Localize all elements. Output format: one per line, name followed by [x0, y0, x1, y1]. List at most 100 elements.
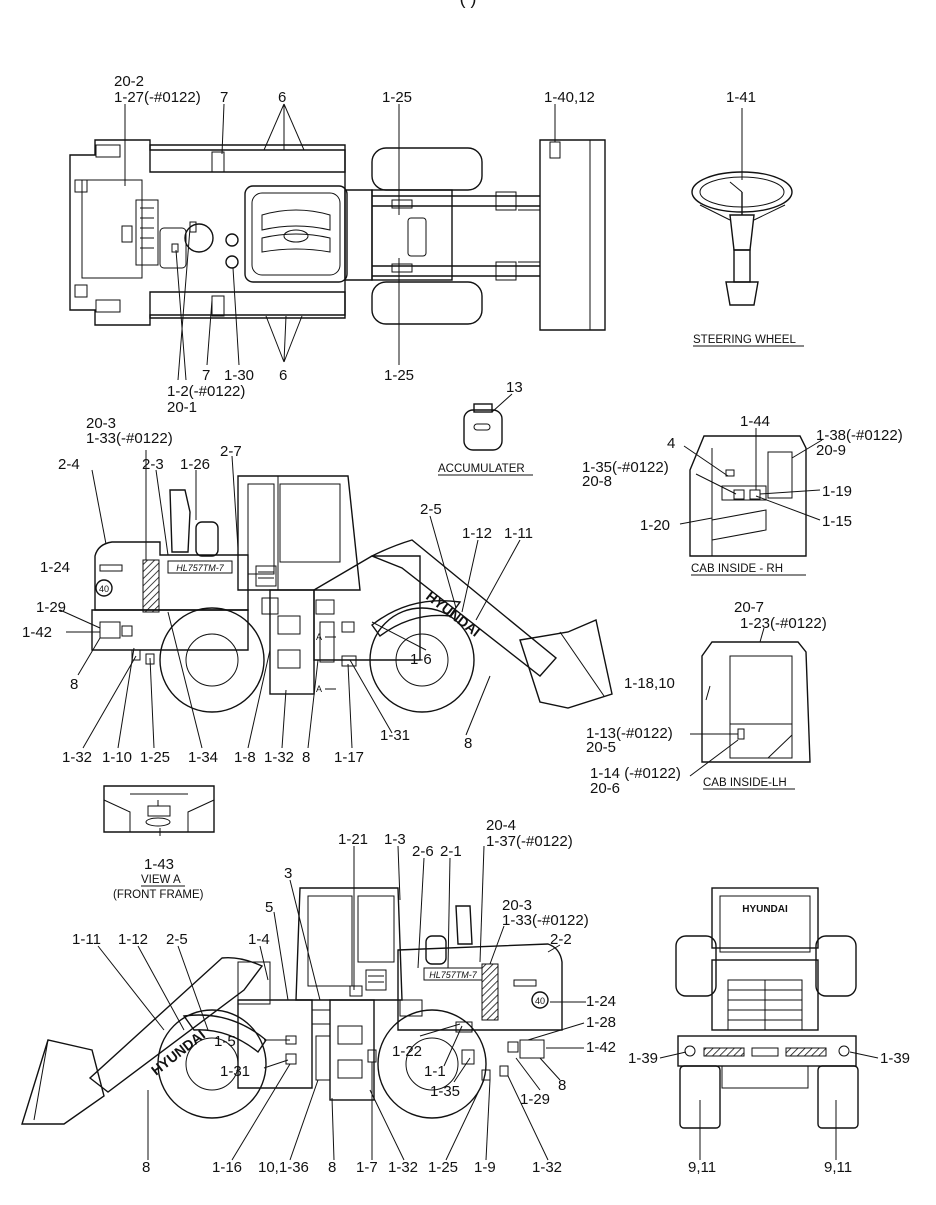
callout-right-1-12: 1-12: [118, 931, 148, 948]
callout-left-1-12: 1-12: [462, 525, 492, 542]
caption-accumulater: ACCUMULATER: [438, 463, 525, 475]
right-mark-40: 40: [535, 996, 545, 1006]
callout-right-5: 5: [265, 899, 273, 916]
caption-view-a: VIEW A: [141, 874, 181, 886]
callout-right-1-42: 1-42: [586, 1039, 616, 1056]
callout-left-1-11: 1-11: [504, 525, 533, 542]
callout-left-1-17: 1-17: [334, 749, 364, 766]
header-title-fragment: ( ): [460, 0, 477, 8]
caption-cab-inside-lh: CAB INSIDE-LH: [703, 777, 787, 789]
callout-right-2-2: 2-2: [550, 931, 572, 948]
callout-top-1-25: 1-25: [382, 89, 412, 106]
callout-right-2-6: 2-6: [412, 843, 434, 860]
callout-right-1-11: 1-11: [72, 931, 101, 948]
callout-right-1-22: 1-22: [392, 1043, 422, 1060]
callout-right-1-1: 1-1: [424, 1063, 446, 1080]
callout-top-20-2: 20-2: [114, 73, 144, 90]
callout-lh-1-23: 1-23(-#0122): [740, 615, 827, 632]
callout-left-20-3: 20-3: [86, 415, 116, 432]
callout-rh-1-20: 1-20: [640, 517, 670, 534]
callout-left-2-7: 2-7: [220, 443, 242, 460]
callout-right-1-3: 1-3: [384, 831, 406, 848]
callout-left-2-5: 2-5: [420, 501, 442, 518]
callout-right-2-1: 2-1: [440, 843, 462, 860]
callout-top-1-30: 1-30: [224, 367, 254, 384]
callout-rear-1-39-right: 1-39: [880, 1050, 910, 1067]
callout-lh-1-13: 1-13(-#0122): [586, 725, 673, 742]
left-model-plate: HL757TM-7: [176, 563, 225, 573]
caption-front-frame: (FRONT FRAME): [113, 889, 204, 901]
callout-top-20-1: 20-1: [167, 399, 197, 416]
steering-wheel-illustration: [691, 108, 793, 306]
callout-right-1-28: 1-28: [586, 1014, 616, 1031]
right-brand-on-arm: HYUNDAI: [148, 1026, 208, 1078]
callout-top-1-40-12: 1-40,12: [544, 89, 595, 106]
callout-right-3: 3: [284, 865, 292, 882]
callout-steering-1-41: 1-41: [726, 89, 756, 106]
callout-left-8-c: 8: [302, 749, 310, 766]
callout-top-6-lower: 6: [279, 367, 287, 384]
view-a-illustration: [103, 785, 215, 836]
callout-left-1-42: 1-42: [22, 624, 52, 641]
callout-left-2-4: 2-4: [58, 456, 80, 473]
callout-right-20-3: 20-3: [502, 897, 532, 914]
callout-top-1-2: 1-2(-#0122): [167, 383, 245, 400]
callout-rh-1-19: 1-19: [822, 483, 852, 500]
callout-accumulater-13: 13: [506, 379, 523, 396]
callout-right-1-29: 1-29: [520, 1091, 550, 1108]
callout-right-1-21: 1-21: [338, 831, 368, 848]
callout-left-1-26: 1-26: [180, 456, 210, 473]
callout-rh-1-38: 1-38(-#0122): [816, 427, 903, 444]
callout-right-1-4: 1-4: [248, 931, 270, 948]
callout-left-1-10: 1-10: [102, 749, 132, 766]
callout-lh-20-7: 20-7: [734, 599, 764, 616]
callout-right-1-9: 1-9: [474, 1159, 496, 1176]
callout-rear-9-11-left: 9,11: [688, 1159, 716, 1176]
callout-right-1-31: 1-31: [220, 1063, 250, 1080]
callout-top-1-25-lower: 1-25: [384, 367, 414, 384]
callout-rh-20-8: 20-8: [582, 473, 612, 490]
rear-view: HYUNDAI: [659, 887, 879, 1160]
callout-top-7-lower: 7: [202, 367, 210, 384]
rear-brand: HYUNDAI: [742, 904, 788, 915]
callout-right-1-25: 1-25: [428, 1159, 458, 1176]
callout-right-8-c: 8: [328, 1159, 336, 1176]
callout-rh-4: 4: [667, 435, 675, 452]
callout-right-1-35: 1-35: [430, 1083, 460, 1100]
left-arrow-label-a-1: A: [316, 632, 322, 642]
callout-lh-1-14: 1-14 (-#0122): [590, 765, 681, 782]
callout-right-1-5: 1-5: [214, 1033, 236, 1050]
right-side-view: HL757TM-7 40 HYUNDAI: [21, 845, 586, 1161]
callout-right-10-1-36: 10,1-36: [258, 1159, 309, 1176]
top-view: [69, 103, 606, 381]
callout-top-7: 7: [220, 89, 228, 106]
callout-left-1-8: 1-8: [234, 749, 256, 766]
callout-left-1-33: 1-33(-#0122): [86, 430, 173, 447]
cab-inside-lh-illustration: [689, 627, 811, 777]
accumulater-illustration: [463, 393, 513, 451]
callout-left-1-29: 1-29: [36, 599, 66, 616]
cab-inside-rh-illustration: [679, 428, 823, 557]
callout-right-8-b: 8: [142, 1159, 150, 1176]
callout-rh-1-15: 1-15: [822, 513, 852, 530]
callout-right-1-32-a: 1-32: [388, 1159, 418, 1176]
callout-lh-20-5: 20-5: [586, 739, 616, 756]
callout-right-2-5: 2-5: [166, 931, 188, 948]
callout-right-8-a: 8: [558, 1077, 566, 1094]
callout-left-2-3: 2-3: [142, 456, 164, 473]
callout-rh-1-35: 1-35(-#0122): [582, 459, 669, 476]
caption-steering-wheel: STEERING WHEEL: [693, 334, 796, 346]
callout-left-1-6: 1-6: [410, 651, 432, 668]
callout-lh-20-6: 20-6: [590, 780, 620, 797]
callout-view-a-1-43: 1-43: [144, 856, 174, 873]
callout-left-1-32-a: 1-32: [62, 749, 92, 766]
left-side-view: 40 HL757TM-7 A A: [59, 450, 613, 749]
callout-right-1-33: 1-33(-#0122): [502, 912, 589, 929]
callout-left-1-31: 1-31: [380, 727, 410, 744]
callout-left-1-34: 1-34: [188, 749, 218, 766]
callout-right-1-24: 1-24: [586, 993, 616, 1010]
callout-top-1-27: 1-27(-#0122): [114, 89, 201, 106]
left-mark-40: 40: [99, 584, 109, 594]
